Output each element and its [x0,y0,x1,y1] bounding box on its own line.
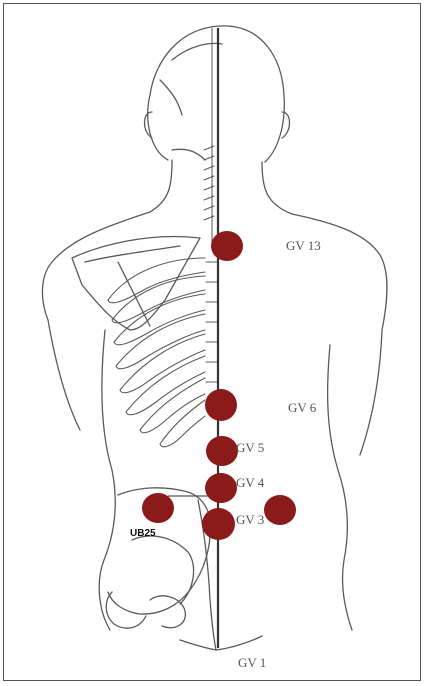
label-gv6: GV 6 [288,400,316,416]
right-arm [360,330,382,455]
pelvis-inner [132,536,194,604]
label-gv3: GV 3 [236,512,264,528]
point-gv5 [206,436,238,466]
label-gv5: GV 5 [236,440,264,456]
right-flank [328,345,352,630]
head-outline [148,26,285,162]
label-gv1: GV 1 [238,655,266,671]
right-shoulder [292,214,387,330]
label-gv13: GV 13 [286,238,321,254]
ribcage [108,258,205,447]
vertebrae [204,146,218,382]
left-arm [48,320,80,430]
label-gv4: GV 4 [236,475,264,491]
buttock-line [180,636,262,650]
point-gv3 [202,508,235,540]
point-gv4 [205,473,237,503]
point-gv13 [211,231,243,261]
label-ub25: UB25 [130,528,156,539]
point-gv6 [205,389,237,421]
point-ub25-left [142,493,174,523]
neck-left [150,160,172,212]
neck-right [262,162,292,214]
left-flank [99,330,115,630]
left-shoulder [42,212,150,320]
point-ub25-right [264,495,296,525]
